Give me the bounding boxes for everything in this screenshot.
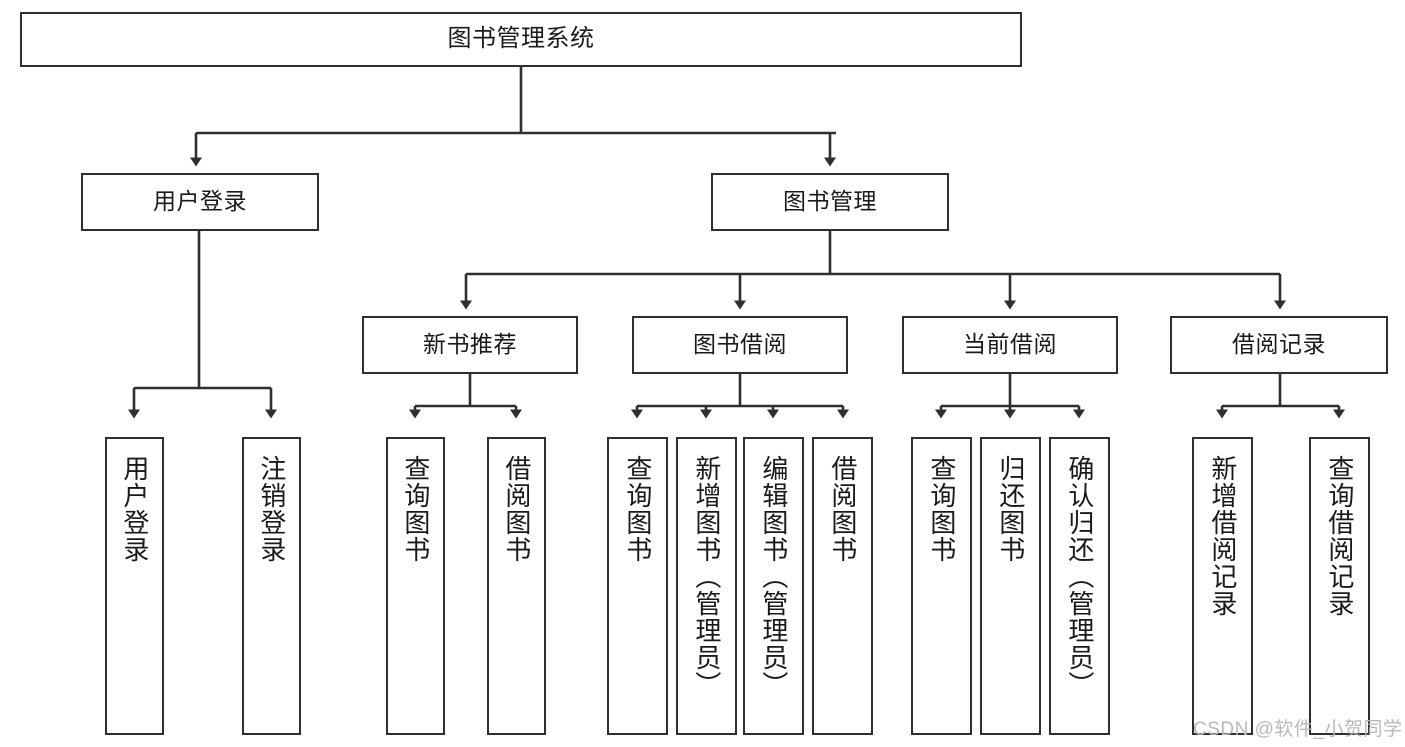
node-book-borrow[interactable]: 图书借阅 (632, 316, 848, 374)
node-label: 借阅图书 (827, 455, 858, 563)
node-label: 新增借阅记录 (1207, 455, 1238, 617)
node-label: 图书管理 (783, 188, 877, 215)
node-label: 注销登录 (256, 455, 287, 563)
leaf-user-login[interactable]: 用户登录 (105, 437, 164, 735)
node-label: 用户登录 (153, 188, 247, 215)
node-user-login[interactable]: 用户登录 (81, 173, 319, 231)
node-label: 借阅图书 (501, 455, 532, 563)
leaf-borrow-book[interactable]: 借阅图书 (812, 437, 873, 735)
node-label: 图书借阅 (693, 331, 787, 358)
leaf-user-logout[interactable]: 注销登录 (242, 437, 301, 735)
leaf-query-borrow-record[interactable]: 查询借阅记录 (1309, 437, 1370, 735)
node-label: 查询图书 (622, 455, 653, 563)
node-label: 查询图书 (926, 455, 957, 563)
node-label: 确认归还（管理员） (1064, 455, 1095, 698)
node-borrow-record[interactable]: 借阅记录 (1170, 316, 1388, 374)
leaf-confirm-return-admin[interactable]: 确认归还（管理员） (1049, 437, 1110, 735)
leaf-edit-book-admin[interactable]: 编辑图书（管理员） (743, 437, 804, 735)
node-label: 新书推荐 (423, 331, 517, 358)
leaf-return-book[interactable]: 归还图书 (980, 437, 1041, 735)
leaf-add-book-admin[interactable]: 新增图书（管理员） (676, 437, 737, 735)
node-label: 借阅记录 (1232, 331, 1326, 358)
node-current-borrow[interactable]: 当前借阅 (902, 316, 1118, 374)
leaf-add-borrow-record[interactable]: 新增借阅记录 (1192, 437, 1253, 735)
node-label: 用户登录 (119, 455, 150, 563)
node-new-book-recommend[interactable]: 新书推荐 (362, 316, 578, 374)
node-label: 查询图书 (400, 455, 431, 563)
watermark-text: CSDN @软件_小贺同学 (1193, 719, 1403, 740)
node-root-system[interactable]: 图书管理系统 (20, 12, 1022, 67)
node-book-management[interactable]: 图书管理 (711, 173, 949, 231)
node-label: 图书管理系统 (447, 25, 595, 53)
leaf-query-book-current[interactable]: 查询图书 (911, 437, 972, 735)
leaf-borrow-book-recommend[interactable]: 借阅图书 (487, 437, 546, 735)
node-label: 新增图书（管理员） (691, 455, 722, 698)
leaf-query-book-borrow[interactable]: 查询图书 (607, 437, 668, 735)
node-label: 归还图书 (995, 455, 1026, 563)
node-label: 查询借阅记录 (1324, 455, 1355, 617)
leaf-query-book-recommend[interactable]: 查询图书 (386, 437, 445, 735)
node-label: 当前借阅 (963, 331, 1057, 358)
node-label: 编辑图书（管理员） (758, 455, 789, 698)
